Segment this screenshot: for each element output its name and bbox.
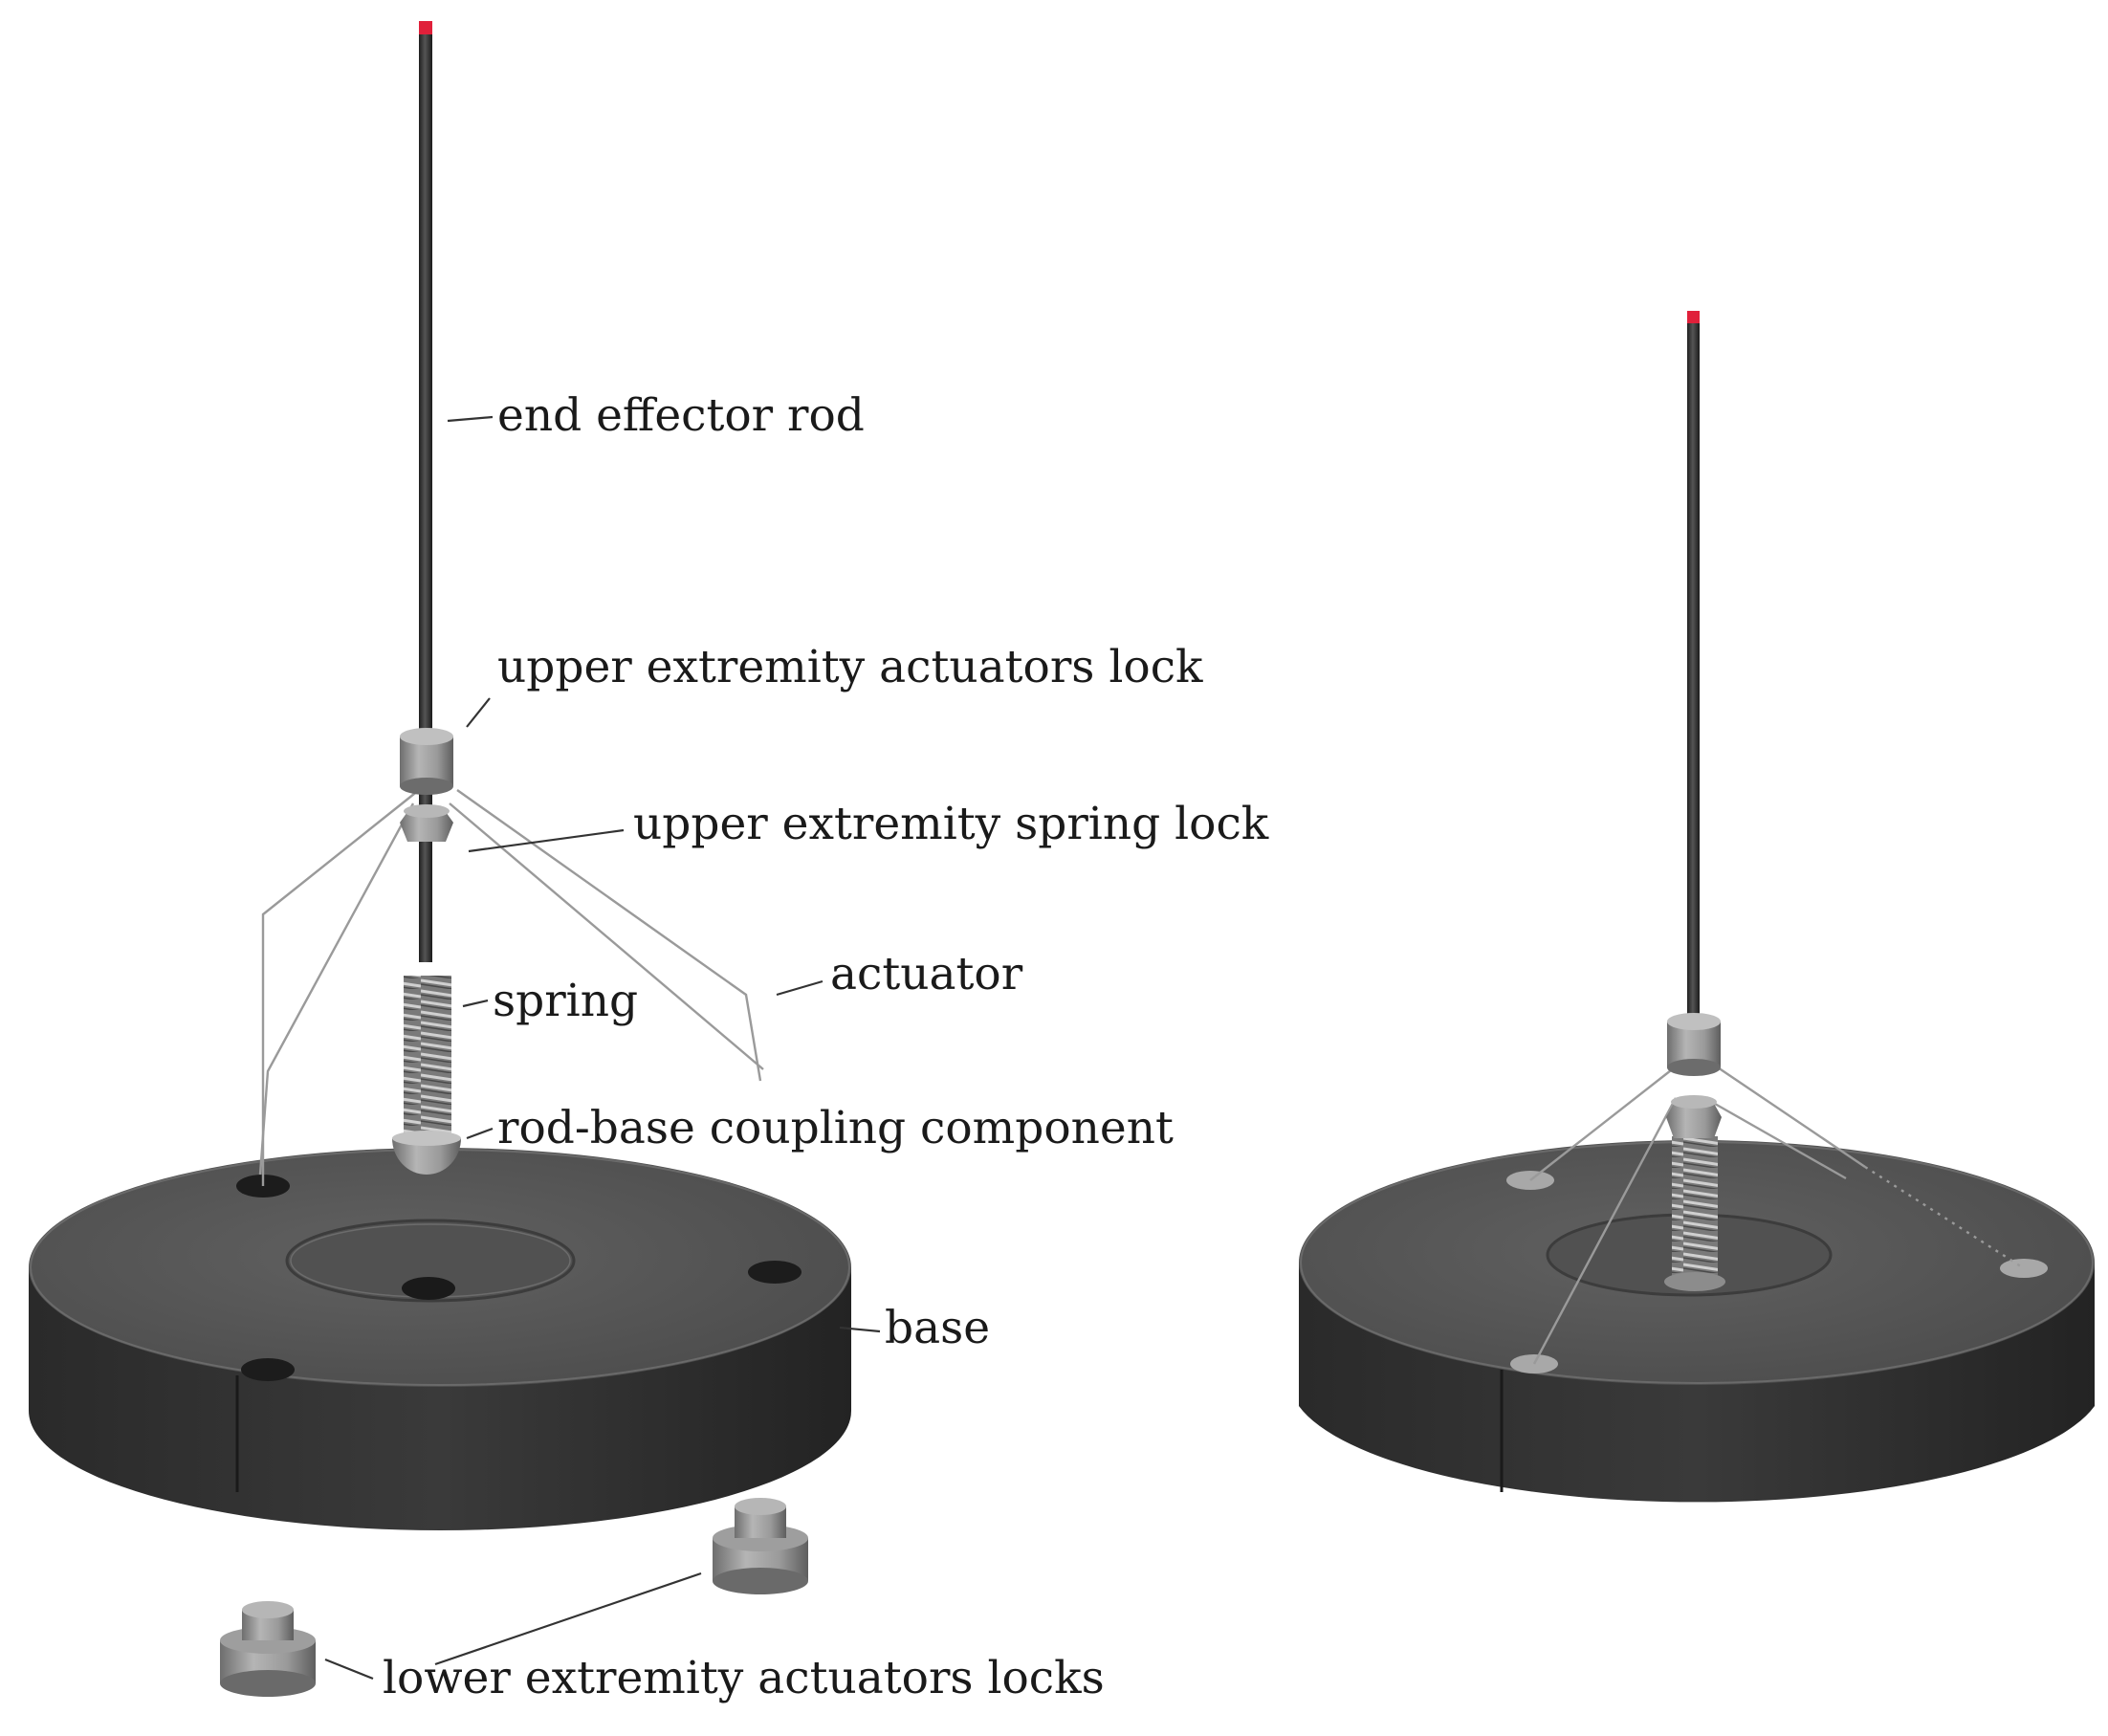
base-left [29,1148,851,1530]
lower-lock-1 [713,1498,808,1594]
label-end-effector-rod: end effector rod [497,389,865,442]
assembled-view [1299,311,2095,1502]
upper-spring-lock-left [400,804,453,842]
label-base: base [885,1302,990,1354]
end-effector-rod-right [1687,311,1700,1038]
label-upper-spring-lock: upper extremity spring lock [633,798,1269,850]
spring-right [1672,1136,1718,1280]
upper-actuators-lock-right [1667,1013,1721,1076]
label-actuator: actuator [830,948,1023,1000]
lower-lock-2 [220,1601,316,1697]
spring-left [404,976,451,1138]
upper-actuators-lock-left [400,728,453,795]
label-lower-locks: lower extremity actuators locks [383,1652,1105,1704]
upper-spring-lock-right [1666,1095,1722,1138]
coupling-right [1664,1272,1725,1291]
label-coupling: rod-base coupling component [497,1102,1174,1154]
label-spring: spring [493,975,638,1027]
rod-tip-right [1687,311,1700,323]
label-upper-actuators-lock: upper extremity actuators lock [497,641,1203,693]
rod-tip-left [419,21,432,34]
exploded-view [29,21,851,1697]
